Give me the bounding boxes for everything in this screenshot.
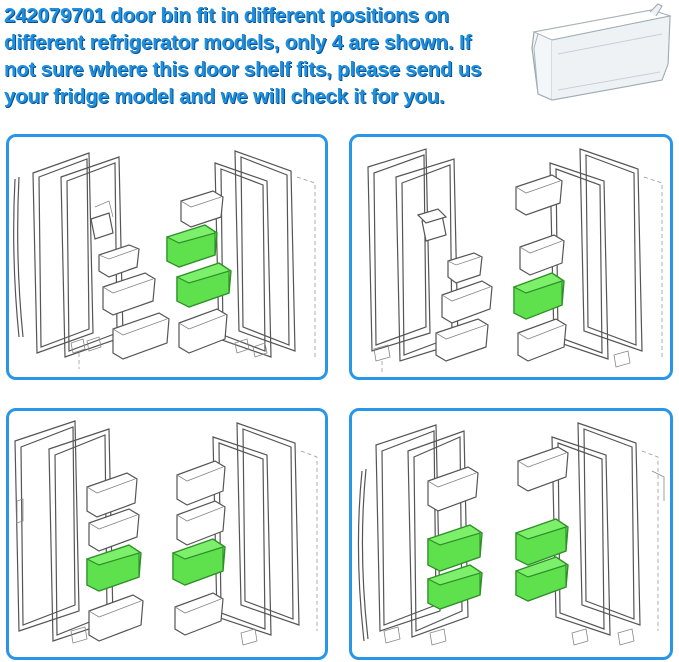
exploded-door-diagram-1 [13, 150, 316, 369]
door-bin-illustration [531, 3, 672, 101]
exploded-door-diagram-2 [367, 148, 663, 373]
exploded-door-diagram-4 [357, 422, 665, 646]
headline-line-4: your fridge model and we will check it f… [4, 85, 445, 108]
exploded-door-diagram-3 [14, 420, 318, 646]
fridge-model-panel-2 [349, 134, 673, 380]
headline-line-2: different refrigerator models, only 4 ar… [4, 31, 472, 54]
fridge-model-panel-3 [6, 408, 328, 660]
fridge-model-panel-1 [6, 134, 328, 380]
headline-line-3: not sure where this door shelf fits, ple… [4, 58, 482, 81]
fridge-model-panel-4 [349, 408, 673, 660]
headline-line-1: 242079701 door bin fit in different posi… [4, 4, 449, 27]
product-image-door-bin [512, 2, 678, 102]
headline-text: 242079701 door bin fit in different posi… [4, 2, 504, 110]
